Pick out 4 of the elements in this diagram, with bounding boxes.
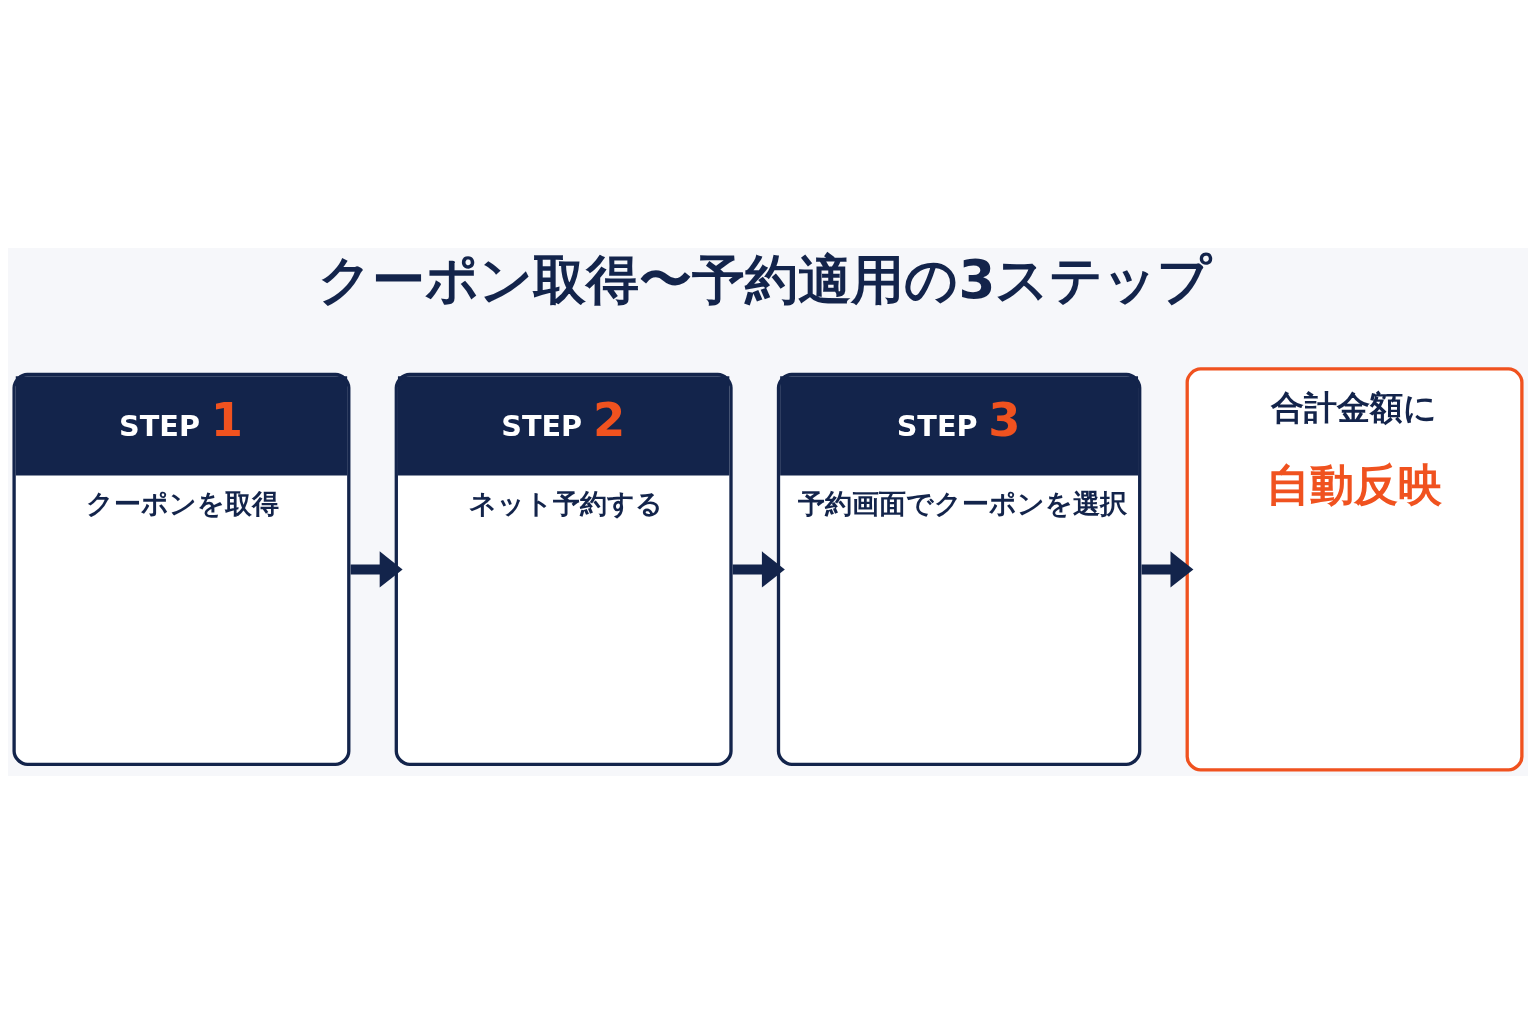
arrow: [350, 551, 403, 588]
diagram-title: クーポン取得〜予約適用の3ステップ: [318, 249, 1212, 312]
arrow: [1141, 551, 1194, 588]
arrow: [732, 551, 785, 588]
